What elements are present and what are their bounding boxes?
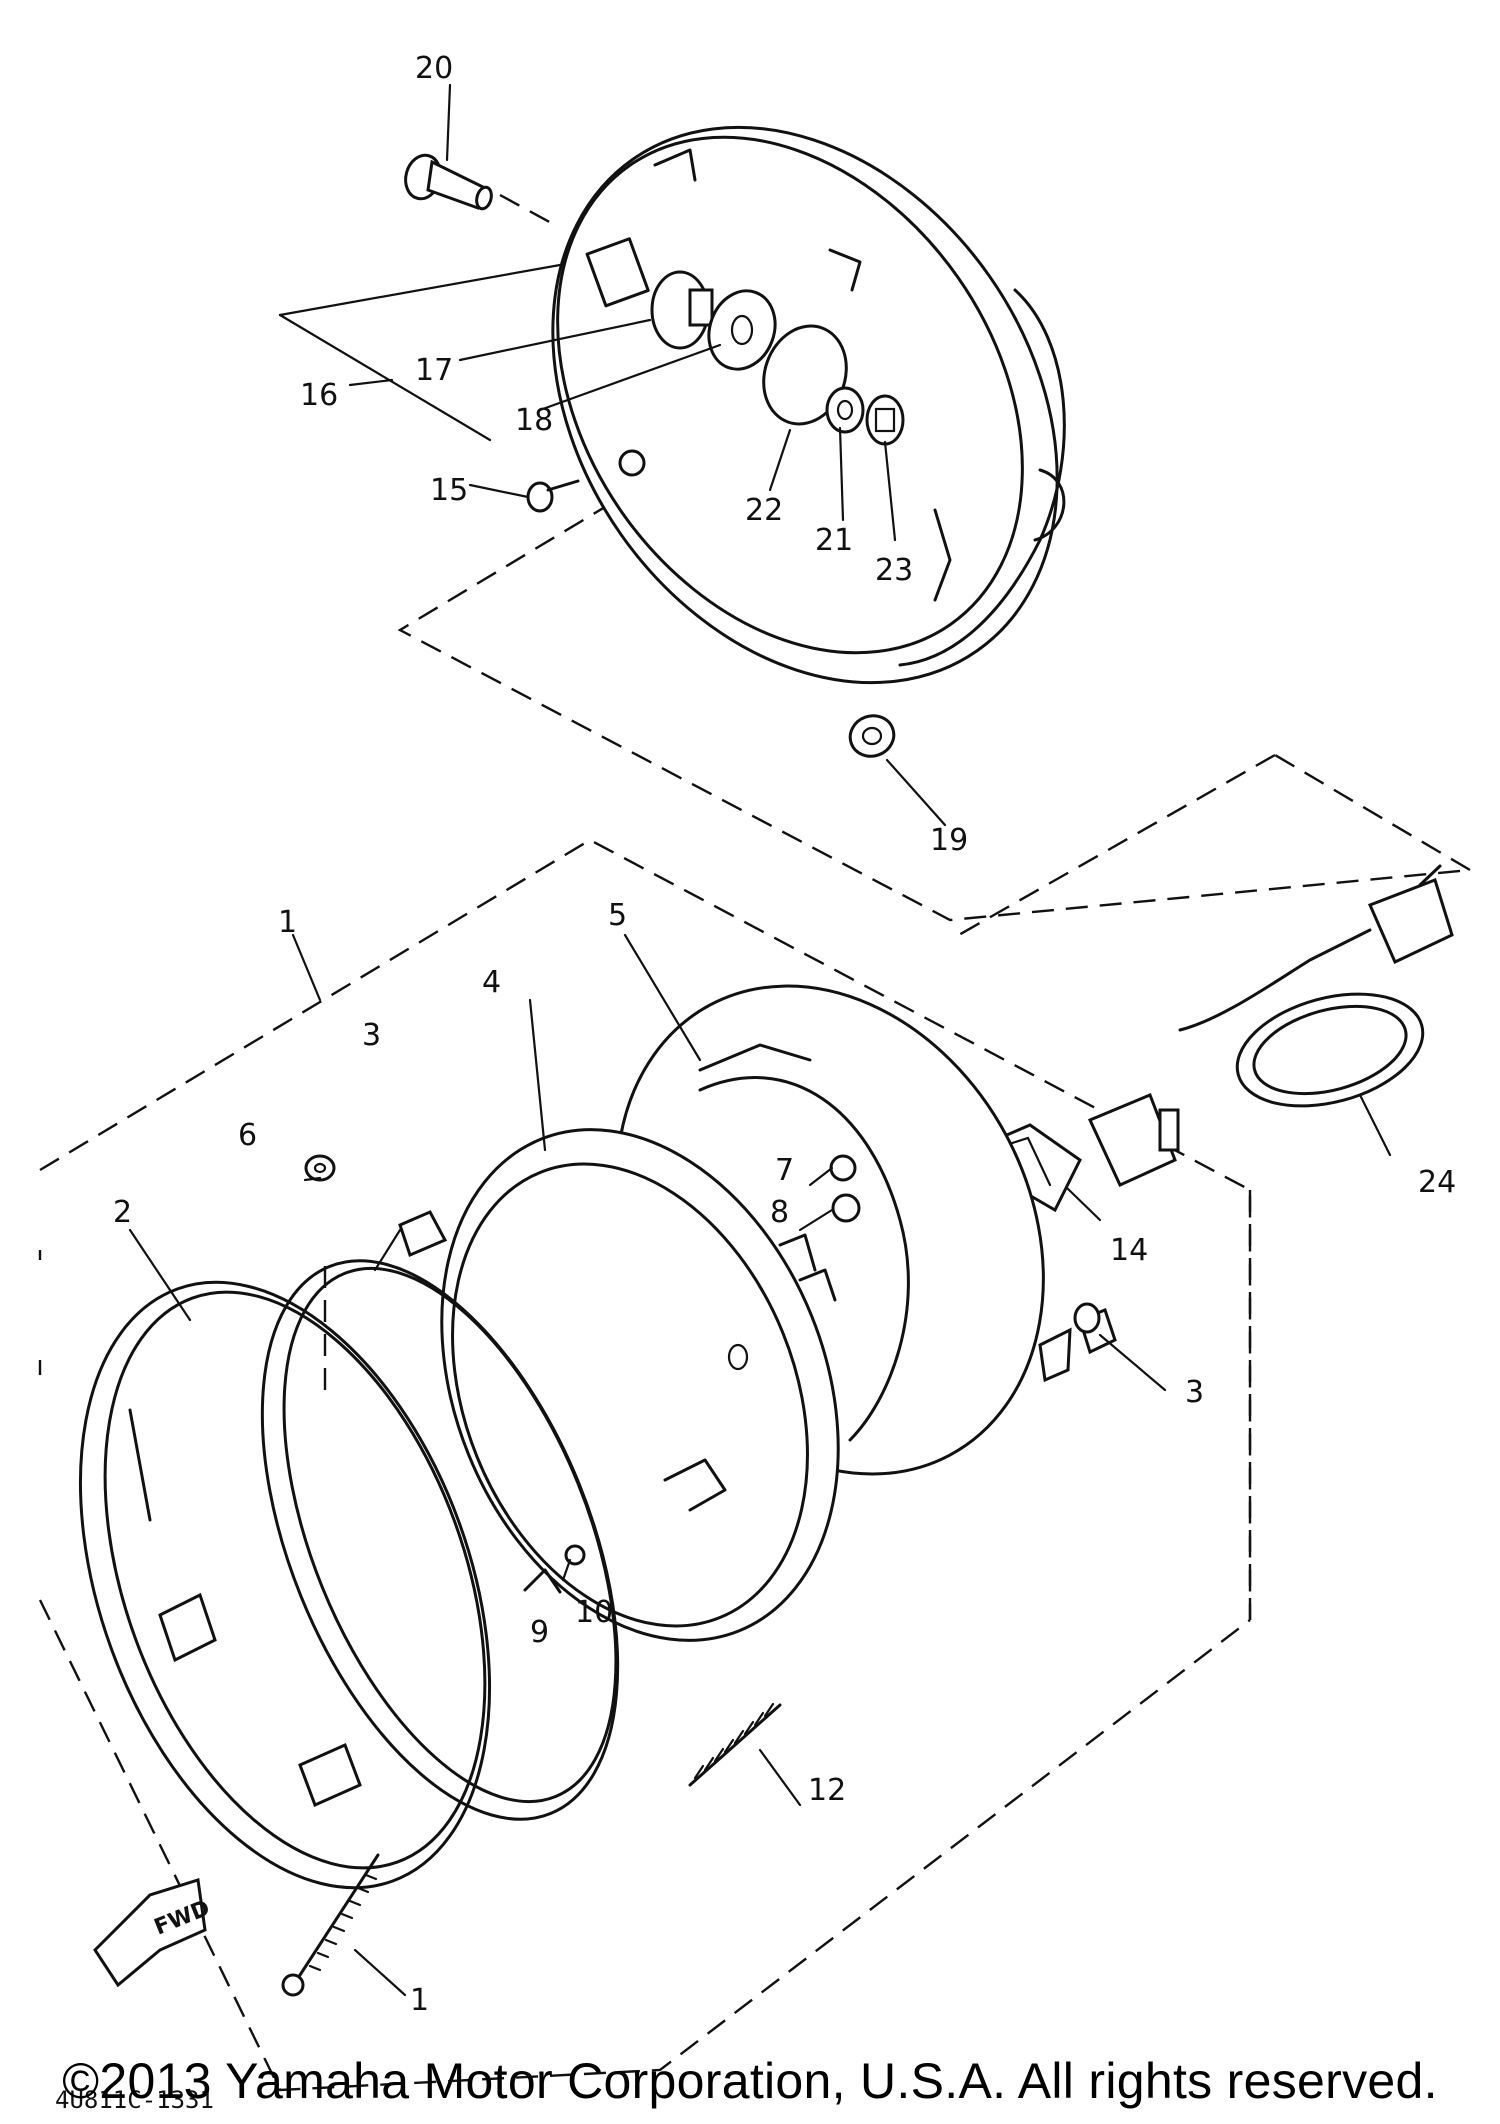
callout-labels: 20 16 17 18 15 22 21 23 19 1 5 4 3 6 2 7… (113, 51, 1456, 2018)
callout-10: 10 (575, 1595, 613, 1630)
assembly-boundary-lines (38, 193, 1471, 2092)
callout-1-bottom: 1 (410, 1983, 429, 2018)
callout-21: 21 (815, 523, 853, 558)
reflector-unit-4 (440, 1128, 840, 1642)
callout-5: 5 (608, 898, 627, 933)
callout-14: 14 (1110, 1233, 1148, 1268)
callout-20: 20 (415, 51, 453, 86)
callout-3-right: 3 (1185, 1375, 1204, 1410)
callout-22: 22 (745, 493, 783, 528)
copyright-notice: ©2013 Yamaha Motor Corporation, U.S.A. A… (62, 2053, 1438, 2109)
callout-7: 7 (775, 1153, 794, 1188)
callout-9: 9 (530, 1615, 549, 1650)
bolt-20 (404, 153, 493, 211)
adjust-screw-1 (281, 1853, 380, 1997)
callout-2: 2 (113, 1195, 132, 1230)
callout-3-left: 3 (362, 1018, 381, 1053)
callout-15: 15 (430, 473, 468, 508)
callout-23: 23 (875, 553, 913, 588)
callout-12: 12 (808, 1773, 846, 1808)
fwd-arrow-icon: FWD (93, 1878, 214, 1988)
callout-8: 8 (770, 1195, 789, 1230)
callout-19: 19 (930, 823, 968, 858)
callout-24: 24 (1418, 1165, 1456, 1200)
screw-15 (526, 479, 580, 513)
headlight-rim-2 (78, 1280, 492, 1890)
figure-code: 4U811C-1331 (55, 2086, 214, 2114)
leader-lines (128, 83, 1392, 1997)
callout-16: 16 (300, 378, 338, 413)
callout-18: 18 (515, 403, 553, 438)
callout-4: 4 (482, 965, 501, 1000)
grommet-19 (848, 714, 896, 758)
wire-harness-24 (1087, 864, 1454, 1187)
mounting-ring-3 (260, 1210, 1117, 1821)
callout-1-top: 1 (278, 905, 297, 940)
nut-6 (304, 1154, 336, 1182)
spring-12 (688, 1702, 782, 1787)
grommet-and-washer-stack (650, 270, 905, 446)
callout-17: 17 (415, 353, 453, 388)
callout-6: 6 (238, 1118, 257, 1153)
screw-3-right (1073, 1302, 1101, 1334)
